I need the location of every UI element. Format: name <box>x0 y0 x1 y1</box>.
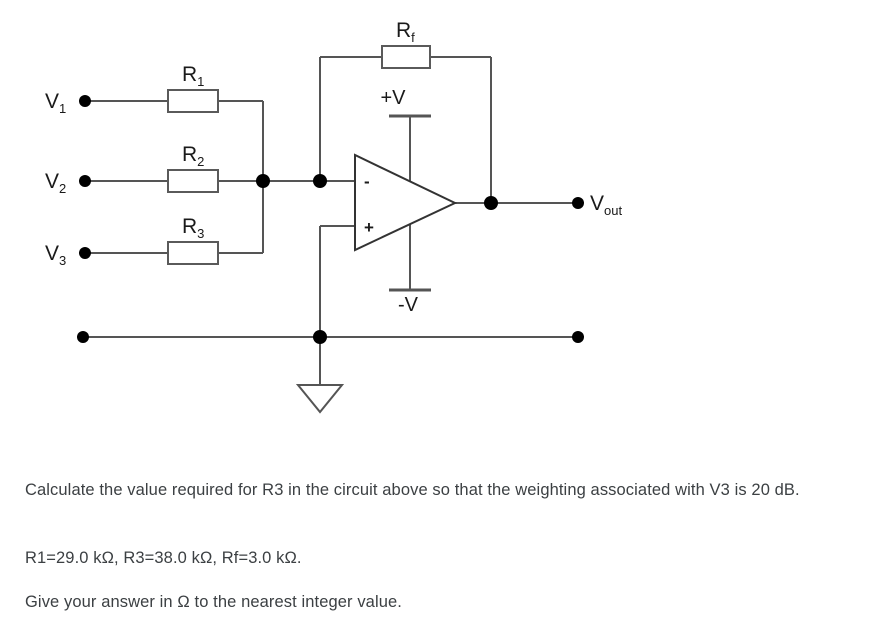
label-noninverting-input-sign: + <box>364 218 374 237</box>
resistor-rf-body <box>381 45 431 69</box>
supply-bars <box>389 114 431 292</box>
label-negative-supply: -V <box>398 294 419 316</box>
terminal-dot-vout <box>572 197 584 209</box>
resistor-r1-body <box>167 89 219 113</box>
junction-dot-output-node <box>484 196 498 210</box>
ground-symbol-icon <box>295 384 345 414</box>
junction-dot-summing-bus <box>256 174 270 188</box>
label-r2: R2 <box>182 143 204 169</box>
resistor-group <box>167 45 431 265</box>
label-vout: Vout <box>590 192 622 218</box>
circuit-diagram: V1 V2 V3 R1 R2 R3 Rf +V -V - + Vout <box>45 19 622 414</box>
opamp-triangle <box>354 153 458 252</box>
answer-instruction: Give your answer in Ω to the nearest int… <box>25 593 402 611</box>
junction-dot-ground <box>313 330 327 344</box>
label-r1: R1 <box>182 63 204 89</box>
terminal-dot-ground-left <box>77 331 89 343</box>
question-prompt: Calculate the value required for R3 in t… <box>25 481 800 499</box>
label-r3: R3 <box>182 215 204 241</box>
wire-group <box>83 56 578 385</box>
node-dot-group <box>77 95 584 344</box>
terminal-dot-v2 <box>79 175 91 187</box>
junction-dot-inverting-node <box>313 174 327 188</box>
given-values: R1=29.0 kΩ, R3=38.0 kΩ, Rf=3.0 kΩ. <box>25 549 302 567</box>
terminal-dot-ground-right <box>572 331 584 343</box>
terminal-dot-v3 <box>79 247 91 259</box>
label-positive-supply: +V <box>380 87 406 109</box>
label-v1: V1 <box>45 90 66 116</box>
resistor-r2-body <box>167 169 219 193</box>
label-inverting-input-sign: - <box>364 172 370 191</box>
label-rf: Rf <box>396 19 415 45</box>
terminal-dot-v1 <box>79 95 91 107</box>
resistor-r3-body <box>167 241 219 265</box>
label-v2: V2 <box>45 170 66 196</box>
circuit-schematic-svg: V1 V2 V3 R1 R2 R3 Rf +V -V - + Vout <box>45 19 622 414</box>
label-v3: V3 <box>45 242 66 268</box>
